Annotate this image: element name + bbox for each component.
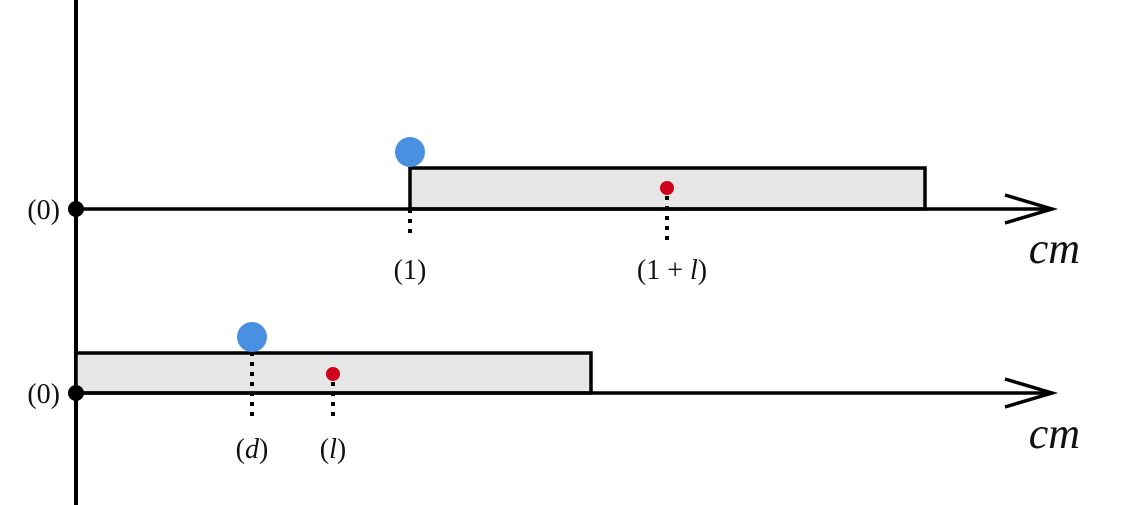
bottom-tick-l-open: ( bbox=[320, 434, 329, 465]
bottom-red-dot bbox=[326, 367, 340, 381]
bottom-origin-label: (0) bbox=[27, 379, 60, 410]
bottom-tick-d-var: d bbox=[245, 434, 260, 465]
top-tick-center-var: l bbox=[690, 255, 698, 286]
bottom-axis-arrowhead bbox=[1004, 377, 1059, 409]
top-panel: (0) (1) (1 + l) cm bbox=[27, 137, 1080, 286]
top-tick-one-label: (1) bbox=[394, 255, 427, 286]
bottom-blue-ball bbox=[237, 322, 267, 352]
bottom-tick-d-close: ) bbox=[259, 434, 268, 465]
top-origin-label: (0) bbox=[27, 195, 60, 226]
bottom-tick-l-var: l bbox=[329, 434, 337, 465]
bottom-panel: (0) (d) (l) cm bbox=[27, 322, 1080, 465]
top-axis-arrowhead bbox=[1004, 193, 1059, 225]
top-tick-center-label: (1 + l) bbox=[637, 255, 707, 286]
top-red-dot bbox=[660, 181, 674, 195]
top-tick-center-close: ) bbox=[698, 255, 707, 286]
bottom-tick-d-label: (d) bbox=[236, 434, 269, 465]
top-origin-dot bbox=[68, 201, 84, 217]
bottom-tick-l-close: ) bbox=[337, 434, 346, 465]
top-unit-label: cm bbox=[1029, 224, 1080, 273]
top-blue-ball bbox=[395, 137, 425, 167]
top-tick-center-open: (1 + bbox=[637, 255, 690, 286]
bottom-origin-dot bbox=[68, 385, 84, 401]
bottom-unit-label: cm bbox=[1029, 409, 1080, 458]
bottom-tick-l-label: (l) bbox=[320, 434, 346, 465]
bottom-tick-d-open: ( bbox=[236, 434, 245, 465]
